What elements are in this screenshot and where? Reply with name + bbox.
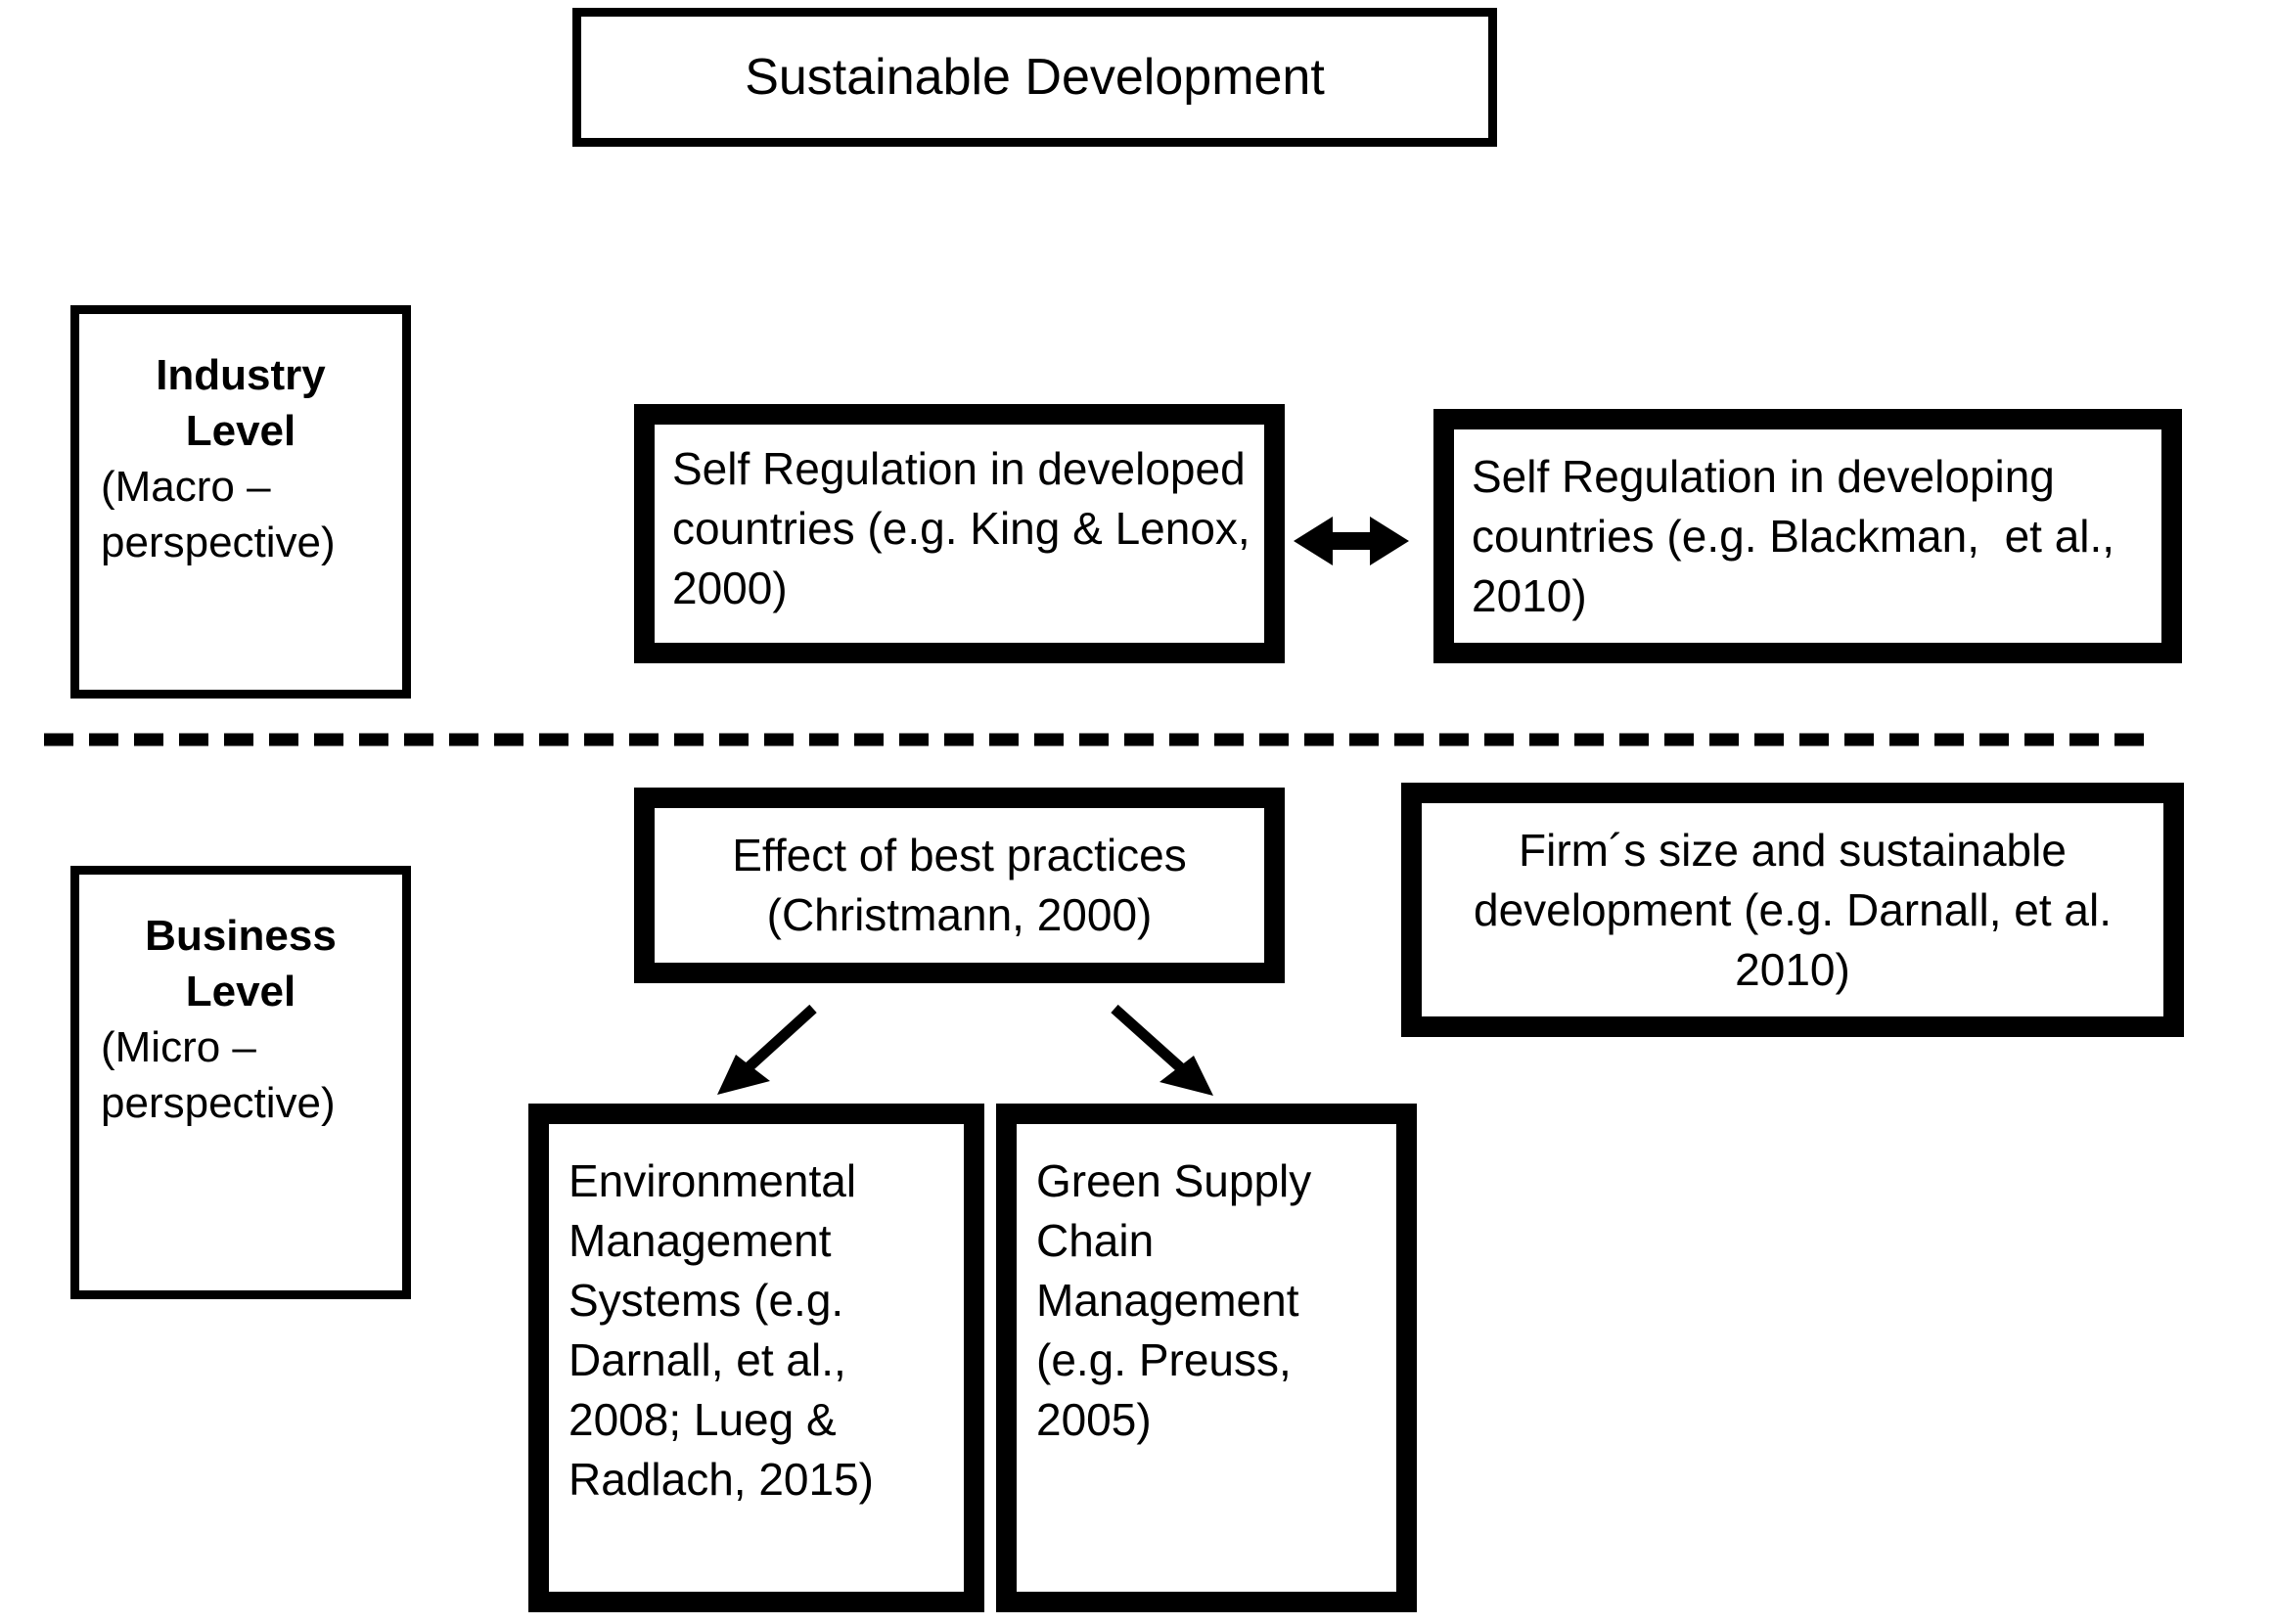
arrow-best-practices-to-ems-icon [717,1004,817,1095]
title-box: Sustainable Development [572,8,1497,147]
green-supply-chain-management-box: Green Supply Chain Management (e.g. Preu… [996,1104,1417,1612]
self-regulation-developed-box: Self Regulation in developed countries (… [634,404,1285,663]
arrow-best-practices-to-gscm-icon [1111,1004,1213,1096]
self-regulation-developing-box: Self Regulation in developing countries … [1433,409,2182,663]
divider-dash-line [44,733,2158,746]
effect-of-best-practices-label: Effect of best practices (Christmann, 20… [732,830,1200,940]
environmental-management-systems-label: Environmental Management Systems (e.g. D… [568,1155,874,1505]
business-level-content: Business Level (Micro – perspective) [79,875,402,1131]
title-box-label: Sustainable Development [745,49,1325,106]
firm-size-box: Firm´s size and sustainable development … [1401,783,2184,1037]
self-regulation-developed-label: Self Regulation in developed countries (… [672,443,1263,613]
self-regulation-developing-label: Self Regulation in developing countries … [1472,450,2127,621]
self-regulation-developing-inner: Self Regulation in developing countries … [1450,426,2165,647]
self-regulation-developed-inner: Self Regulation in developed countries (… [651,421,1268,647]
environmental-management-systems-box: Environmental Management Systems (e.g. D… [528,1104,984,1612]
industry-level-title: Industry Level [156,351,326,455]
green-supply-chain-management-inner: Green Supply Chain Management (e.g. Preu… [1013,1120,1400,1596]
bidirectional-arrow-icon [1294,517,1409,565]
firm-size-inner: Firm´s size and sustainable development … [1418,799,2167,1020]
macro-micro-divider [44,733,2158,746]
environmental-management-systems-inner: Environmental Management Systems (e.g. D… [545,1120,968,1596]
business-level-box: Business Level (Micro – perspective) [70,866,411,1299]
industry-level-box: Industry Level (Macro – perspective) [70,305,411,699]
firm-size-label: Firm´s size and sustainable development … [1473,824,2124,995]
industry-level-subtitle: (Macro – perspective) [101,463,336,566]
industry-level-content: Industry Level (Macro – perspective) [79,314,402,570]
business-level-subtitle: (Micro – perspective) [101,1023,336,1127]
effect-of-best-practices-inner: Effect of best practices (Christmann, 20… [651,804,1268,967]
effect-of-best-practices-box: Effect of best practices (Christmann, 20… [634,788,1285,983]
business-level-title: Business Level [145,912,337,1015]
green-supply-chain-management-label: Green Supply Chain Management (e.g. Preu… [1036,1155,1325,1445]
